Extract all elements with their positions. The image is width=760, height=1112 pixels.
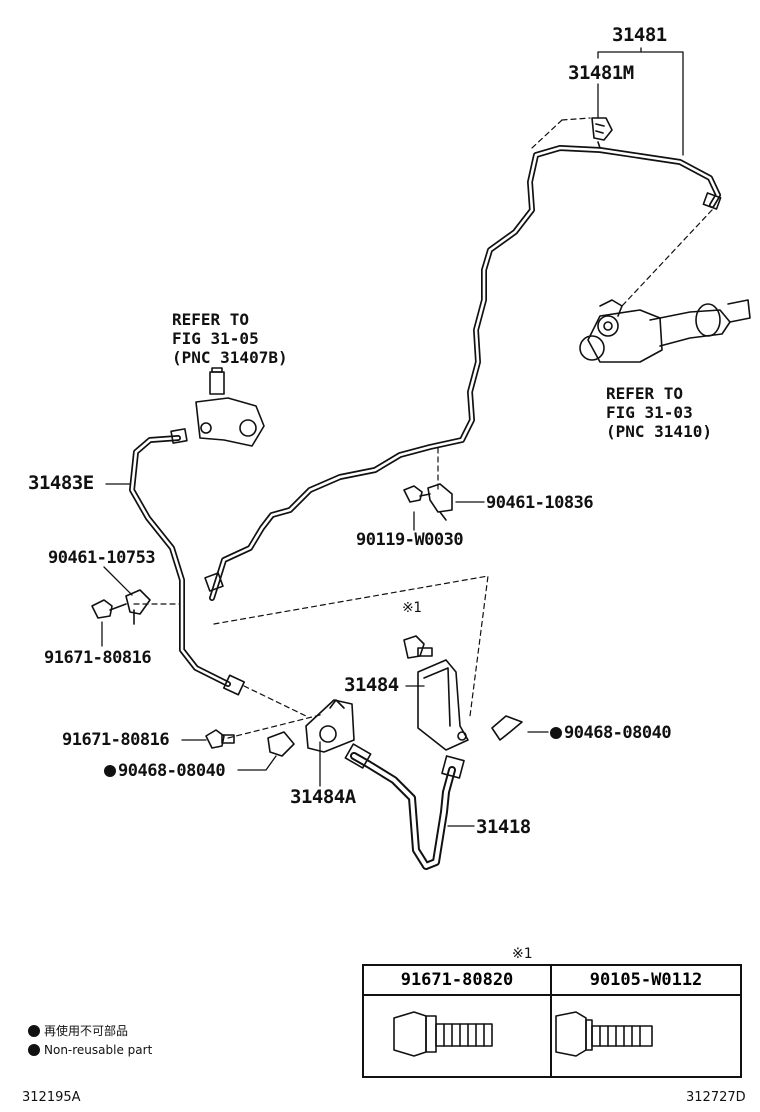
label-90468-08040-right: 90468-08040 [550,723,672,743]
bracket-31484a [305,699,355,753]
label-90468-08040-left: 90468-08040 [104,761,226,781]
bolt-table: 91671-80820 90105-W0112 [362,964,742,1078]
legend-en: Non-reusable part [28,1043,152,1057]
label-31484: 31484 [344,674,399,696]
label-31418: 31418 [476,816,531,838]
refer-fig-31-05: REFER TO FIG 31-05 (PNC 31407B) [172,310,288,367]
table-cell-bolt2 [552,996,740,1076]
non-reusable-dot [550,727,562,739]
tube-31483e [129,428,246,696]
label-31481m: 31481M [568,62,634,84]
refer-fig-31-03: REFER TO FIG 31-03 (PNC 31410) [606,384,712,441]
table-header-col1: 91671-80820 [364,966,552,996]
bolt-91671-80816-b [205,729,235,749]
label-31481: 31481 [612,24,667,46]
clutch-tube-31481 [204,145,722,601]
label-91671-80816-top: 91671-80816 [44,648,152,668]
label-90461-10836: 90461-10836 [486,493,594,513]
bracket-90461-10836 [403,483,453,521]
table-bolt-icons [393,1011,653,1057]
union-fitting [195,367,265,447]
clip-90468-right [491,715,523,741]
legend-dot-icon [28,1044,40,1056]
legend-dot-icon [28,1024,40,1037]
non-reusable-dot [104,765,116,777]
table-cell-bolt1 [364,996,552,1076]
label-91671-80816-bottom: 91671-80816 [62,730,170,750]
label-31483e: 31483E [28,472,94,494]
hose-31418 [344,743,465,870]
legend-jp: 再使用不可部品 [28,1022,128,1039]
table-header-col2: 90105-W0112 [552,966,740,996]
label-mark-x1: ※1 [402,600,422,616]
label-90461-10753: 90461-10753 [48,548,156,568]
master-cylinder [579,299,751,363]
table-note-mark: ※1 [512,946,533,962]
clip-90468-left [267,731,295,757]
leader-lines [101,47,684,827]
clip-31481m [591,117,613,149]
label-31484a: 31484A [290,786,356,808]
label-90119-w0030: 90119-W0030 [356,530,464,550]
figure-id-right: 312727D [686,1090,746,1105]
figure-id-left: 312195A [22,1090,81,1105]
bracket-31484 [403,635,469,751]
bracket-90461-10753 [91,589,151,625]
